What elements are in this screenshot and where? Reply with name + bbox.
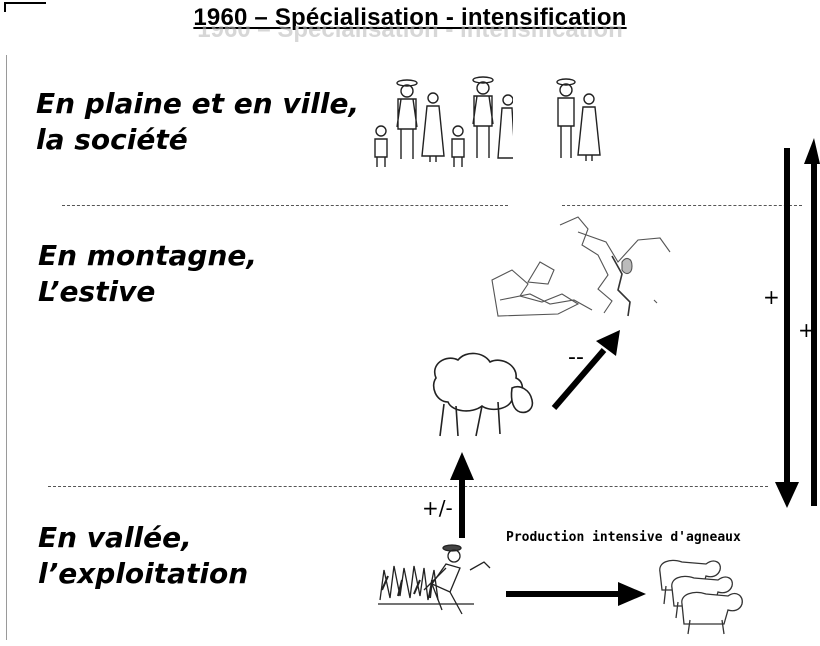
page-title: 1960 – Spécialisation - intensification: [193, 4, 627, 31]
arrow-society-up: [804, 138, 820, 506]
zone-valley-line2: l’exploitation: [38, 557, 249, 590]
sheep-icon: [432, 352, 534, 437]
zone-society-line2: la société: [36, 123, 188, 156]
flow-label-minus-minus: --: [568, 345, 584, 370]
zone-valley-label: En vallée, l’exploitation: [38, 520, 248, 592]
image-gap: [513, 60, 549, 225]
map-icon: [491, 216, 671, 317]
zone-valley-line1: En vallée,: [38, 521, 192, 554]
zone-mountain-line1: En montagne,: [38, 239, 258, 272]
corner-mark: [4, 2, 46, 12]
arrow-valley-to-mountain: [450, 452, 474, 538]
arrow-society-down: [775, 148, 799, 508]
flow-label-plus-minus: +/-: [422, 496, 453, 520]
separator-lower: [48, 486, 768, 487]
people-group-icon: [374, 76, 601, 167]
flow-arrows: [450, 138, 820, 606]
arrow-production: [506, 582, 646, 606]
flow-label-plus-a: +: [763, 285, 780, 309]
separator-upper-right: [562, 205, 802, 206]
zone-society-label: En plaine et en ville, la société: [36, 86, 359, 158]
lambs-icon: [659, 559, 743, 635]
left-border-line: [6, 55, 7, 640]
title-ghost-shadow: 1960 – Spécialisation - intensification: [197, 26, 623, 43]
production-label: Production intensive d'agneaux: [506, 530, 741, 545]
farmer-icon: [378, 544, 491, 615]
flow-label-plus-b: +: [798, 318, 815, 342]
arrow-mountain-to-estive: [551, 330, 620, 410]
zone-mountain-line2: L’estive: [38, 275, 156, 308]
separator-upper-left: [62, 205, 508, 206]
zone-society-line1: En plaine et en ville,: [36, 87, 360, 120]
zone-mountain-label: En montagne, L’estive: [38, 238, 257, 310]
